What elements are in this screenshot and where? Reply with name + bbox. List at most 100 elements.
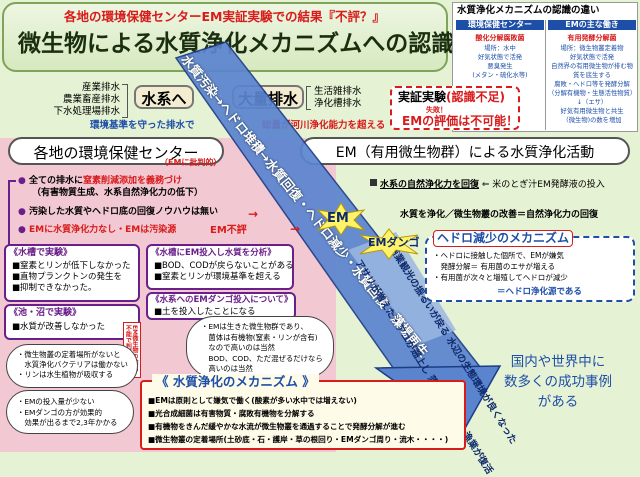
bullet-3-text: EMに水質浄化力なし・EMは汚染源	[29, 225, 177, 235]
world-line: 国内や世界中に	[510, 354, 606, 370]
table-col2-sub: 有用発酵分解菌	[567, 34, 617, 42]
left-section-header: 各地の環境保健センター	[8, 137, 224, 165]
discharge-bracket	[306, 86, 311, 110]
em-analysis-title: 《水槽にEM投入し水質を分析》	[151, 248, 276, 258]
world-line: 数多くの成功事例	[504, 374, 612, 390]
discharge-sources: 産業排水農業畜産排水下水処理場排水	[44, 82, 120, 118]
explanation-bubble-2: ・EMは生きた微生物群であり、 菌体は有機物(窒素・リンが含有) なので高いのは…	[186, 316, 334, 378]
page-title: 微生物による水質浄化メカニズムへの認識	[18, 31, 455, 57]
em-label-2: EMダンゴ	[368, 236, 420, 249]
bullet-1-prefix: 全ての排水に	[29, 176, 84, 186]
sludge-conclusion: ＝ヘドロ浄化源である	[497, 287, 582, 297]
proof-box: 実証実験(認識不足) 失敗！ EMの評価は不可能！	[390, 86, 520, 130]
table-title: 水質浄化メカニズムの認識の違い	[457, 5, 600, 16]
table-col2-head: EMの主な働き	[548, 20, 636, 30]
bubble-2-line: ・EMは生きた微生物群であり、	[201, 322, 308, 331]
discharge-source: 農業畜産排水	[62, 94, 120, 105]
purification-mechanism-box: 《 水質浄化のメカニズム 》 ■EMは原則として嫌気で働く(酸素が多い水中では増…	[140, 374, 466, 450]
pond-title: 《池・沼で実験》	[9, 308, 82, 318]
table-col2-line: 腐敗・ヘドロ等を発酵分解	[554, 81, 630, 88]
tank-items: ■窒素とリンが低下しなかった■直物プランクトンの発生を■抑制できなかった。	[12, 261, 131, 294]
tank-item: ■抑制できなかった。	[12, 283, 97, 293]
proof-fail: 失敗！	[426, 106, 447, 114]
tank-title: 《水槽で実験》	[9, 248, 73, 258]
table-col2-line: ↓（エサ）	[576, 99, 608, 106]
right-section-header: EM（有用微生物群）による水質浄化活動	[300, 137, 630, 165]
proof-title-main: 実証実験	[398, 90, 447, 104]
tank-experiment-box: 《水槽で実験》 ■窒素とリンが低下しなかった■直物プランクトンの発生を■抑制でき…	[4, 244, 140, 302]
mechanism-item: ■光合成細菌は有害物質・腐敗有機物を分解する	[148, 409, 315, 418]
world-success-text: 国内や世界中に数多くの成功事例がある	[480, 352, 636, 412]
tank-item: ■直物プランクトンの発生を	[12, 272, 123, 282]
detection-text: EM微生物の検出不能で判断	[124, 325, 138, 372]
left-bullet-3: ● EMに水質浄化力なし・EMは汚染源	[18, 225, 177, 235]
mechanism-title: 《 水質浄化のメカニズム 》	[152, 374, 319, 390]
water-system-box: 水系へ	[134, 85, 194, 109]
discharge-source: 下水処理場排水	[53, 106, 120, 117]
left-bullet-2: ● 汚染した水質やヘドロ底の回復ノウハウは無い	[18, 207, 219, 217]
discharge-source: 産業排水	[81, 82, 120, 93]
left-bullet-1: ● 全ての排水に窒素削減添加を義務づけ	[18, 176, 183, 186]
em-analysis-item: ■BOD、CODが戻らないことがある	[154, 261, 294, 271]
em-burst-1: EM	[316, 202, 366, 236]
explanation-bubble-3: ・EMの投入量が少ない・EMダンゴの方が効果的 効果が出るまで2,3年かかる	[6, 390, 134, 434]
table-col1-line: 好気状態で活発	[477, 54, 523, 61]
table-col2-line: （分解有機物・生態活性物質）	[548, 90, 637, 97]
tank-item: ■窒素とリンが低下しなかった	[12, 261, 131, 271]
em-unpopular: EM不評	[210, 225, 247, 236]
sludge-line: ・ヘドロに接触した個所で、EMが嫌気	[433, 251, 564, 260]
right-bullet-2: 水質を浄化／微生物叢の改善＝自然浄化力の回復	[400, 210, 598, 221]
bubble-3-line: ・EMダンゴの方が効果的	[17, 407, 102, 417]
bubble-3-line: 効果が出るまで2,3年かかる	[17, 418, 118, 427]
bubble-1-line: 水質浄化バクテリアは働かない	[17, 360, 128, 369]
proof-result: EMの評価は不可能！	[402, 114, 519, 128]
mechanism-item: ■微生物叢の定着場所(土砂底・石・護岸・草の根回り・EMダンゴ周り・流木・・・・…	[148, 435, 449, 444]
red-arrow-1: →	[248, 207, 259, 221]
bullet-1-highlight: 窒素削減添加を義務づけ	[83, 176, 183, 186]
table-col2-line: 好気有用微生物と共生	[560, 108, 624, 115]
right-bullet-2-end: 自然浄化力の回復	[526, 210, 599, 220]
explanation-bubble-1: ・微生物叢の定着場所がないと 水質浄化バクテリアは働かない・リンは水生植物が吸収…	[6, 344, 138, 388]
table-col2-line: （微生物)の数を増加	[562, 117, 622, 124]
bubble-1-line: ・微生物叢の定着場所がないと	[17, 350, 121, 359]
sludge-line: ・有用菌が次々と増殖してヘドロが減少	[433, 273, 568, 282]
world-line: がある	[537, 394, 579, 410]
table-col2-line: 場所：微生物叢定着物	[560, 45, 624, 52]
right-bullet-1-main: 水系の自然浄化力を回復	[380, 180, 480, 190]
domestic-wastewater-labels: 生活雑排水浄化槽排水	[314, 86, 362, 110]
right-bullet-2-main: 水質を浄化／微生物叢の改善＝	[400, 210, 527, 220]
em-dango-items: ■土を投入したことになる	[154, 307, 256, 318]
domestic-label: 浄化槽排水	[314, 98, 362, 109]
em-burst-2: EMダンゴ	[358, 228, 420, 260]
table-col1-head: 環境保健センター	[456, 20, 544, 30]
page-subtitle: 各地の環境保健センターEM実証実験での結果『不評？』	[64, 9, 385, 24]
sludge-title: ヘドロ減少のメカニズム	[433, 230, 574, 247]
left-section-note: （EMに批判的）	[160, 158, 222, 167]
table-col2-line: 質を底生する	[573, 72, 611, 79]
title-banner: 各地の環境保健センターEM実証実験での結果『不評？』 微生物による水質浄化メカニ…	[2, 2, 454, 72]
bubble-2-line: 高いのは当然	[201, 364, 253, 373]
source-bracket	[122, 84, 128, 118]
standard-note: 環境基準を守った排水で	[90, 120, 195, 131]
table-col2-line: 好気状態で活発	[569, 54, 615, 61]
bubble-3-line: ・EMの投入量が少ない	[17, 397, 95, 406]
table-col2-list: 場所：微生物叢定着物好気状態で活発自然界の有用微生物が排む物質を底生する腐敗・ヘ…	[548, 44, 636, 125]
table-col2-line: 自然界の有用微生物が排む物	[551, 63, 633, 70]
pond-items: ■水質が改善しなかった	[12, 322, 105, 333]
right-bullet-1: 水系の自然浄化力を回復 ⇐ 米のとぎ汁EM発酵液の投入	[370, 179, 605, 191]
flow-arrow-light-band	[348, 232, 456, 344]
em-analysis-items: ■BOD、CODが戻らないことがある■窒素とリンが環境基準を超える	[154, 261, 294, 283]
table-divider	[545, 20, 546, 130]
bullet-2-text: 汚染した水質やヘドロ底の回復ノウハウは無い	[29, 207, 219, 217]
em-analysis-item: ■窒素とリンが環境基準を超える	[154, 272, 281, 282]
em-dango-title: 《水系へのEMダンゴ投入について》	[151, 295, 293, 305]
left-bullet-1-note: （有害物質生成、水系自然浄化力の低下）	[32, 188, 204, 198]
mechanism-items: ■EMは原則として嫌気で働く(酸素が多い水中では増えない)■光合成細菌は有害物質…	[148, 394, 448, 446]
bubble-2-line: BOD、COD、ただ混ぜるだけなら	[201, 353, 323, 363]
table-col1-line: 場所：水中	[484, 45, 516, 52]
table-col1-line: 悪臭発生	[487, 63, 513, 70]
em-analysis-box: 《水槽にEM投入し水質を分析》 ■BOD、CODが戻らないことがある■窒素とリン…	[146, 244, 294, 290]
proof-title: 実証実験(認識不足)	[398, 90, 505, 105]
red-arrow-2: →	[290, 222, 301, 236]
bullet-square-icon	[370, 179, 377, 186]
